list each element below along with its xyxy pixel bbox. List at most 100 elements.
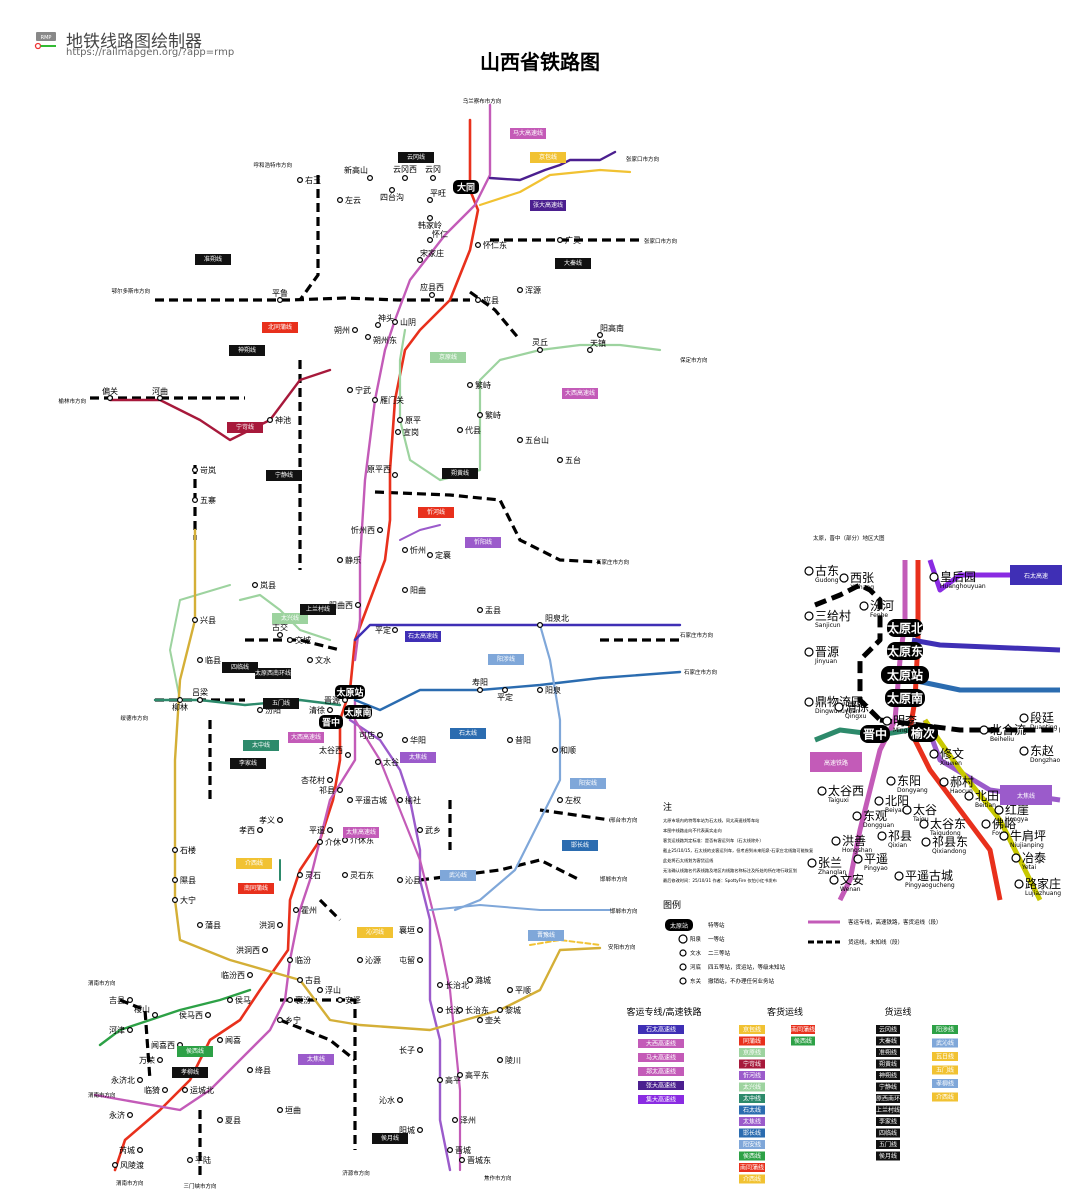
station-marker-pianguan <box>106 395 113 402</box>
line-badge-label-zhangcheng: 沁河线 <box>366 928 384 936</box>
station-marker-anze <box>337 996 344 1003</box>
inset-station-marker <box>981 819 991 829</box>
legend-item-label: 大西高速线 <box>646 1040 676 1048</box>
station-label-qinyuan: 沁源 <box>365 955 381 965</box>
line-badge-label-wenxing: 忻河线 <box>427 508 445 516</box>
legend-item-swatch <box>876 1094 900 1103</box>
line-badge-label-shenshuo: 神朔线 <box>238 346 256 354</box>
line-badge-zhangcheng <box>357 927 393 938</box>
station-label-hunyuan: 浑源 <box>525 286 541 295</box>
inset-station-en: Qingxu <box>845 713 867 720</box>
direction-yulin: 榆林市方向 <box>58 397 86 405</box>
station-label-tunliu: 屯留 <box>399 955 415 965</box>
station-label-pingwang: 平旺 <box>430 189 446 198</box>
station-label-jiangxian: 绛县 <box>255 1065 271 1075</box>
direction-handan: 邯郸市方向 <box>600 875 628 883</box>
legend-station-sample <box>679 963 687 971</box>
legend-station-sample <box>679 949 687 957</box>
legend-station-type-label: 特等站 <box>708 921 725 929</box>
legend-station-sample <box>679 977 687 985</box>
inset-station-label: 修文 <box>940 746 964 761</box>
station-marker-lucheng <box>467 976 474 983</box>
station-marker-pinglu <box>187 1156 194 1163</box>
station-label-yangqu_xi: 阳曲西 <box>329 600 353 610</box>
station-marker-hanjiaying <box>427 215 434 222</box>
legend-item-swatch <box>876 1117 900 1126</box>
station-label-yuanping: 原平 <box>405 416 421 425</box>
inset-station-marker <box>894 871 904 881</box>
station-label-houma_xi: 侯马西 <box>179 1011 203 1020</box>
station-marker-jiangxian <box>247 1066 254 1073</box>
station-marker-fenglingdu <box>111 1161 118 1168</box>
legend-item-label: 侯西线 <box>794 1037 812 1045</box>
line-badge-taijiao_hsr <box>343 827 379 838</box>
houyue2-line <box>279 1018 356 1062</box>
direction-weinan3: 渭南市方向 <box>116 1179 144 1187</box>
station-marker-huguan <box>477 1016 484 1023</box>
line-badge-jingyuan <box>430 352 466 363</box>
station-label-zuoquan: 左权 <box>565 795 581 805</box>
station-label-hejin: 河津 <box>109 1025 125 1035</box>
inset-hub-taiyuan_nan <box>885 689 925 707</box>
legend-item-swatch <box>932 1092 958 1102</box>
station-label-lingshi_dong: 灵石东 <box>350 870 374 880</box>
legend-item-label: 介西线 <box>936 1093 954 1101</box>
station-marker-xinghua <box>327 776 334 783</box>
direction-huhehaote: 呼和浩特市方向 <box>253 161 292 169</box>
inset-station-en: Beiheliu <box>990 736 1014 743</box>
line-badge-jingbao <box>530 152 566 163</box>
inset-station-en: Gudong <box>815 577 839 584</box>
station-label-gaoping_dong: 高平东 <box>465 1070 489 1080</box>
line-badge-label-yungang: 云冈线 <box>407 153 425 161</box>
legend-item-label: 上兰村线 <box>876 1106 900 1114</box>
station-label-huayang: 华阳 <box>410 735 426 745</box>
line-badge-label-taixing: 太兴线 <box>281 614 299 622</box>
rmp-logo: RMP <box>34 32 56 50</box>
line-badge-dayu <box>288 732 324 743</box>
direction-shijiazhuang3: 石家庄市方向 <box>684 668 717 676</box>
legend-item-swatch <box>739 1174 765 1184</box>
station-marker-tunliu <box>417 956 424 963</box>
legend-item-swatch <box>739 1059 765 1069</box>
station-label-wenxi_xi: 闻喜西 <box>151 1040 175 1050</box>
legend-item-label: 五门线 <box>936 1066 954 1074</box>
zhangcheng-line <box>529 939 601 946</box>
inset-station-en: Taigudong <box>929 830 961 837</box>
station-marker-jishan <box>152 1011 159 1018</box>
houxi-line <box>98 988 252 1047</box>
legend-item-label: 邯长线 <box>743 1129 761 1137</box>
station-marker-xiyang <box>507 736 514 743</box>
station-marker-sitai <box>389 187 396 194</box>
inset-station-label: 西张 <box>850 571 874 585</box>
inset-station-label: 古东 <box>815 563 839 578</box>
station-label-xiyang: 昔阳 <box>515 736 531 745</box>
station-label-huai_ren: 怀仁 <box>432 229 448 239</box>
station-marker-linfen_xi <box>247 971 254 978</box>
line-badge-label-wumen: 五门线 <box>272 699 290 707</box>
station-label-hanjiaying: 韩家岭 <box>418 220 442 230</box>
inset-station-marker <box>807 858 817 868</box>
station-label-jiexiu_dong: 介休东 <box>350 835 374 845</box>
station-label-gaoping: 高平 <box>445 1075 461 1085</box>
taizhong-line <box>153 698 342 707</box>
inset-station-marker <box>874 796 884 806</box>
legend-item-label: 大秦线 <box>879 1037 897 1045</box>
station-label-yanmenguan: 雁门关 <box>380 395 404 405</box>
inset-station-en: Jinyuan <box>814 658 837 665</box>
station-label-zhangzi: 长子 <box>399 1045 415 1055</box>
line-badge-label-shuohuang: 朔黄线 <box>451 469 469 477</box>
line-badge-houyue <box>372 1133 408 1144</box>
station-label-lingchuan: 陵川 <box>505 1056 521 1065</box>
station-label-yuxian: 盂县 <box>485 606 501 615</box>
app-url[interactable]: https://railmapgen.org/?app=rmp <box>66 47 235 58</box>
legend-item-swatch <box>876 1140 900 1149</box>
station-label-pinglu: 平陆 <box>195 1155 211 1165</box>
station-marker-lvliang <box>197 696 204 703</box>
legend-station-sample-label: 阳泉 <box>690 935 702 943</box>
inset-hub-label-yuci: 榆次 <box>911 726 935 741</box>
inset-shitai-hsr-line <box>911 637 1061 653</box>
station-label-linfen: 临汾 <box>295 955 311 965</box>
station-marker-pinglu2 <box>277 297 284 304</box>
line-badge-label-taizhong: 太中线 <box>252 741 270 749</box>
